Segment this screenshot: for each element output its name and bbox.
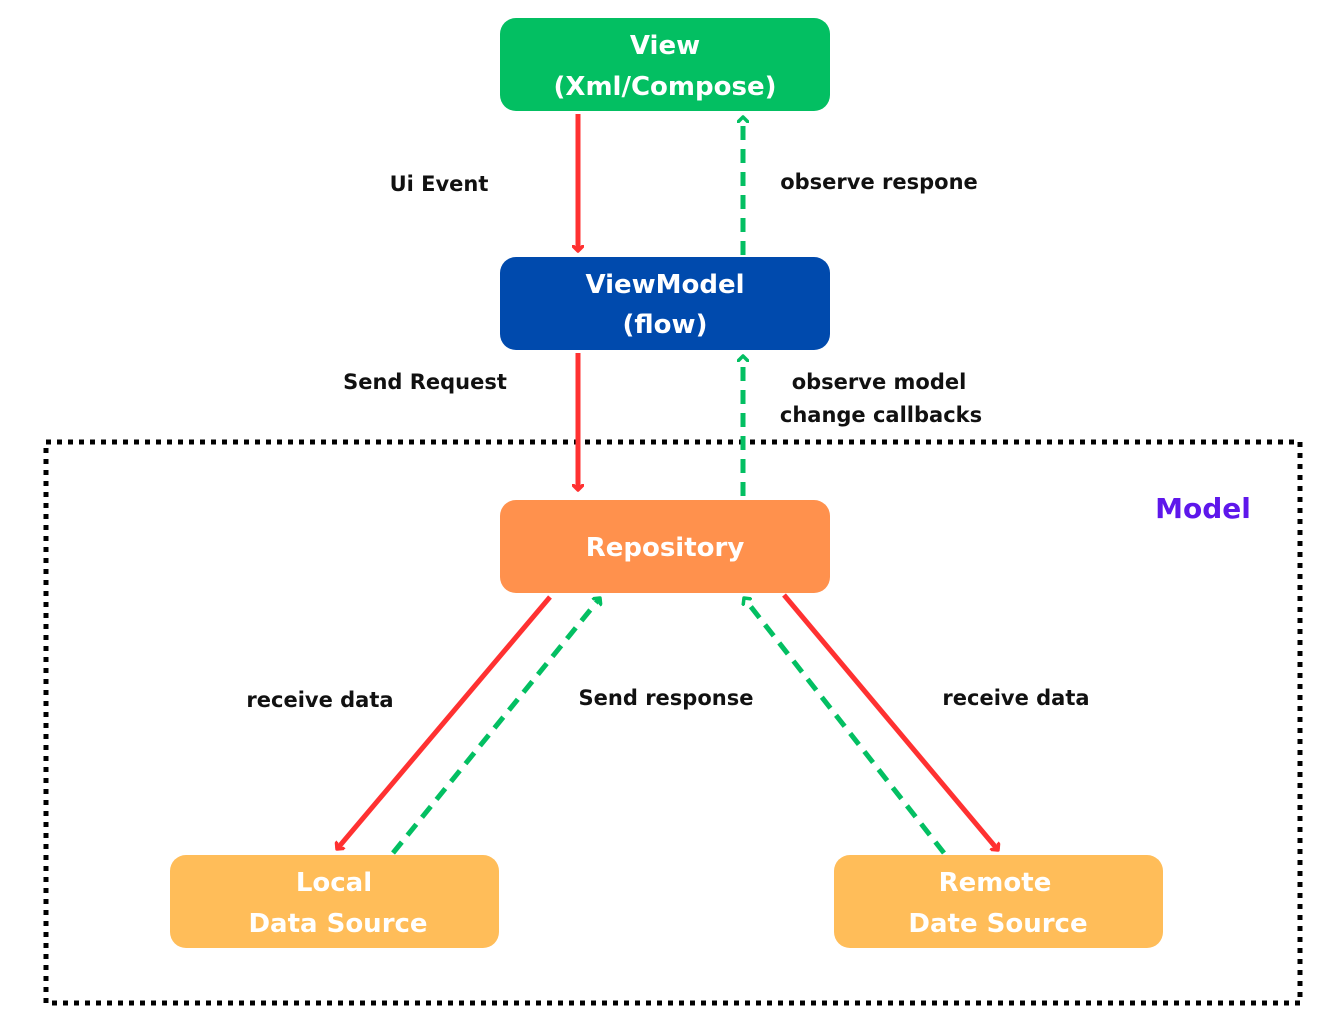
- repository-node-title: Repository: [586, 533, 745, 563]
- local-node-subtitle: Data Source: [248, 909, 427, 939]
- remote-node-title: Remote: [939, 868, 1052, 898]
- receive-data-right-label: receive data: [942, 686, 1089, 710]
- observe-respone-label: observe respone: [780, 170, 978, 194]
- view-node-title: View: [630, 31, 700, 61]
- ui-event-label: Ui Event: [390, 172, 489, 196]
- local-to-repository-arrow: [391, 598, 600, 855]
- model-group-label: Model: [1155, 492, 1251, 525]
- local-data-source-node: Local Data Source: [170, 855, 499, 948]
- viewmodel-node-subtitle: (flow): [623, 310, 708, 340]
- local-node-title: Local: [296, 868, 372, 898]
- remote-data-source-node: Remote Date Source: [834, 855, 1163, 948]
- repository-to-remote-arrow: [782, 593, 998, 850]
- view-node-subtitle: (Xml/Compose): [554, 72, 777, 102]
- repository-to-local-arrow: [337, 595, 552, 849]
- model-group-border: [43, 439, 1303, 1006]
- change-callbacks-label: change callbacks: [780, 403, 982, 427]
- remote-node-subtitle: Date Source: [908, 909, 1087, 939]
- viewmodel-node: ViewModel (flow): [500, 257, 830, 350]
- remote-to-repository-arrow: [744, 598, 946, 855]
- viewmodel-node-title: ViewModel: [585, 270, 744, 300]
- send-response-label: Send response: [579, 686, 754, 710]
- observe-model-label: observe model: [792, 370, 967, 394]
- repository-node: Repository: [500, 500, 830, 593]
- receive-data-left-label: receive data: [246, 688, 393, 712]
- view-node: View (Xml/Compose): [500, 18, 830, 111]
- send-request-label: Send Request: [343, 370, 507, 394]
